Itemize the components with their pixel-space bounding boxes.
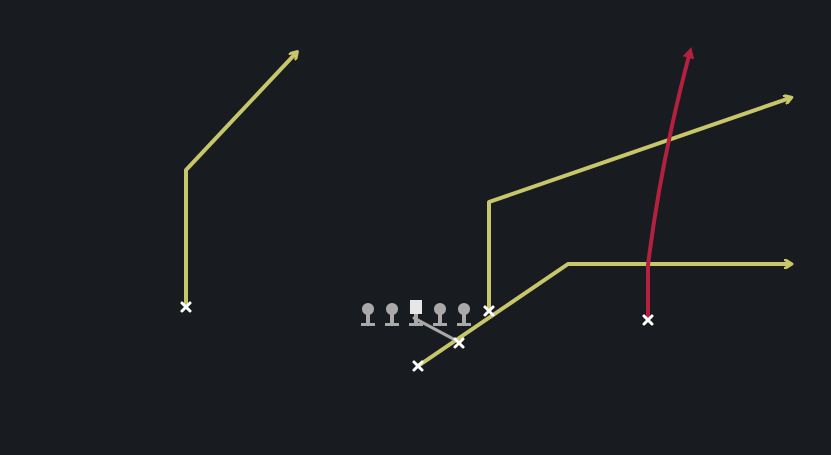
center bbox=[409, 300, 423, 326]
left-guard bbox=[385, 303, 399, 326]
rb-route bbox=[416, 264, 790, 368]
right-wr-route bbox=[646, 47, 695, 320]
slot-wr-route bbox=[487, 98, 790, 313]
lineman-pin-icon bbox=[458, 303, 470, 315]
lineman-pin-icon bbox=[362, 303, 374, 315]
player-markers bbox=[180, 301, 654, 372]
right-tackle bbox=[457, 303, 471, 326]
lineman-pin-icon bbox=[386, 303, 398, 315]
right-wr-marker bbox=[642, 314, 654, 326]
qb-marker bbox=[453, 337, 465, 349]
rb-marker bbox=[412, 360, 424, 372]
slot-wr-marker bbox=[483, 305, 495, 317]
center-square-icon bbox=[410, 300, 422, 314]
left-wr-route bbox=[184, 53, 296, 308]
routes-layer bbox=[184, 47, 790, 368]
lineman-pin-icon bbox=[434, 303, 446, 315]
offensive-line bbox=[361, 300, 471, 326]
left-wr-marker bbox=[180, 301, 192, 313]
left-tackle bbox=[361, 303, 375, 326]
right-guard bbox=[433, 303, 447, 326]
qb-motion bbox=[412, 316, 461, 344]
